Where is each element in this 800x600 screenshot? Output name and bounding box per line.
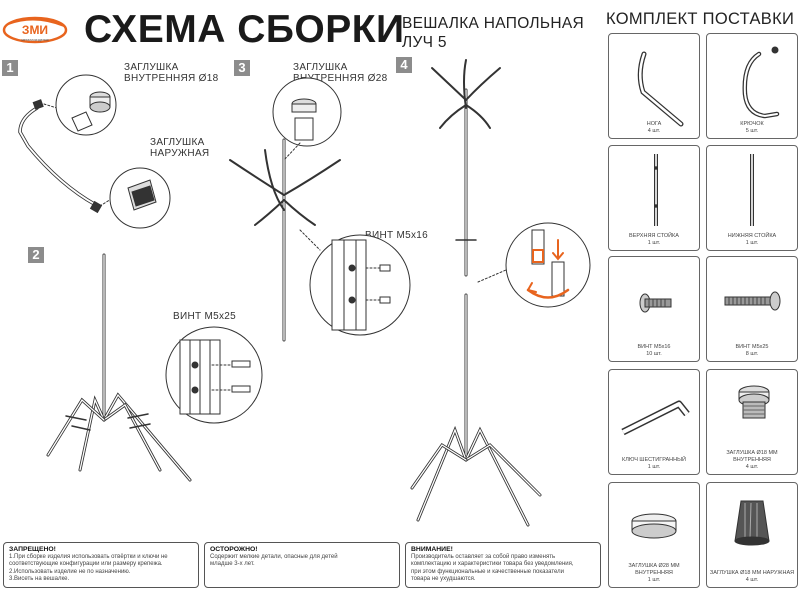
logo-text: ЗМИ bbox=[22, 23, 48, 37]
label-line: ЗАГЛУШКА bbox=[293, 62, 348, 73]
kit-title: КОМПЛЕКТ ПОСТАВКИ bbox=[606, 10, 795, 28]
product-name-line2: ЛУЧ 5 bbox=[402, 34, 447, 51]
long-screw-icon bbox=[724, 291, 781, 311]
kit-item-name: КРЮЧОК bbox=[740, 121, 764, 127]
lower-rod-icon bbox=[750, 154, 754, 226]
label-line: ЗАГЛУШКА bbox=[150, 137, 205, 148]
short-screw-icon bbox=[639, 293, 672, 313]
label-inner-cap-28: ЗАГЛУШКА ВНУТРЕННЯЯ Ø28 bbox=[293, 62, 387, 84]
product-name-line1: ВЕШАЛКА НАПОЛЬНАЯ bbox=[402, 15, 584, 32]
step-1-leg-drawing bbox=[18, 74, 171, 229]
kit-item-qty: 10 шт. bbox=[646, 351, 662, 357]
kit-item-qty: 4 шт. bbox=[745, 577, 759, 583]
step-2-base-drawing bbox=[46, 253, 263, 482]
step-4-assembled-drawing bbox=[410, 59, 591, 527]
kit-item-name: ЗАГЛУШКА Ø28 ММ ВНУТРЕННЯЯ bbox=[628, 563, 680, 576]
leg-icon bbox=[637, 51, 684, 127]
notice-line: комплектацию и характеристики товара без… bbox=[411, 561, 574, 568]
label-screw-m5x16: ВИНТ М5х16 bbox=[365, 230, 428, 241]
kit-item-qty: 1 шт. bbox=[745, 240, 759, 246]
label-line: ВНУТРЕННЯЯ Ø28 bbox=[293, 73, 388, 84]
step-4-badge: 4 bbox=[396, 57, 412, 73]
kit-item-name: НИЖНЯЯ СТОЙКА bbox=[727, 233, 777, 239]
label-line: ЗАГЛУШКА bbox=[124, 62, 179, 73]
kit-item-qty: 1 шт. bbox=[647, 464, 661, 470]
page-title: СХЕМА СБОРКИ bbox=[84, 8, 405, 51]
label-inner-cap-18: ЗАГЛУШКА ВНУТРЕННЯЯ Ø18 bbox=[124, 62, 218, 84]
brand-logo: ЗМИ металлоизделия bbox=[2, 16, 68, 44]
notice-attention: ВНИМАНИЕ! Производитель оставляет за соб… bbox=[405, 542, 601, 588]
kit-item-qty: 8 шт. bbox=[745, 351, 759, 357]
notice-attention-title: ВНИМАНИЕ! bbox=[411, 546, 453, 553]
kit-item-name: НОГА bbox=[646, 121, 662, 127]
inner-cap-18-icon bbox=[738, 385, 770, 419]
notice-line: 3.Висеть на вешалке. bbox=[9, 575, 70, 582]
kit-item-name: ЗАГЛУШКА Ø18 ММ НАРУЖНАЯ bbox=[709, 570, 795, 576]
kit-item-name: ВИНТ М5х16 bbox=[637, 344, 671, 350]
step-1-badge: 1 bbox=[2, 60, 18, 76]
kit-item-name: ВЕРХНЯЯ СТОЙКА bbox=[629, 233, 679, 239]
inner-cap-28-icon bbox=[631, 513, 677, 539]
kit-item-name: ВИНТ М5х25 bbox=[735, 344, 769, 350]
logo-tagline: металлоизделия bbox=[21, 38, 48, 42]
notice-line: 1.При сборке изделия использовать отвёрт… bbox=[9, 554, 168, 561]
step-3-badge: 3 bbox=[234, 60, 250, 76]
product-name: ВЕШАЛКА НАПОЛЬНАЯ ЛУЧ 5 bbox=[402, 14, 584, 52]
notice-line: 2.Использовать изделие не по назначению. bbox=[9, 568, 131, 575]
notice-line: Производитель оставляет за собой право и… bbox=[411, 554, 556, 561]
hex-key-icon bbox=[621, 400, 690, 436]
kit-item-qty: 5 шт. bbox=[745, 128, 759, 134]
step-3-upper-drawing bbox=[229, 77, 411, 342]
label-outer-cap: ЗАГЛУШКА НАРУЖНАЯ bbox=[150, 137, 209, 159]
notice-caution: ОСТОРОЖНО! Содержит мелкие детали, опасн… bbox=[204, 542, 400, 588]
outer-cap-18-icon bbox=[734, 500, 770, 546]
label-screw-m5x25: ВИНТ М5х25 bbox=[173, 311, 236, 322]
notice-line: товара не ухудшаются. bbox=[411, 575, 476, 582]
kit-item-qty: 1 шт. bbox=[647, 240, 661, 246]
notice-line: Содержит мелкие детали, опасные для дете… bbox=[210, 554, 338, 561]
notice-forbidden-title: ЗАПРЕЩЕНО! bbox=[9, 546, 56, 553]
upper-rod-icon bbox=[654, 154, 658, 226]
notice-caution-title: ОСТОРОЖНО! bbox=[210, 546, 258, 553]
notice-line: соответствующие конфигурации или размеру… bbox=[9, 561, 163, 568]
kit-item-name: КЛЮЧ ШЕСТИГРАННЫЙ bbox=[622, 457, 686, 463]
label-line: НАРУЖНАЯ bbox=[150, 148, 210, 159]
step-2-badge: 2 bbox=[28, 247, 44, 263]
kit-item-qty: 4 шт. bbox=[647, 128, 661, 134]
kit-item-name: ЗАГЛУШКА Ø18 ММ ВНУТРЕННЯЯ bbox=[726, 450, 778, 463]
notice-forbidden: ЗАПРЕЩЕНО! 1.При сборке изделия использо… bbox=[3, 542, 199, 588]
kit-item-qty: 4 шт. bbox=[745, 464, 759, 470]
assembly-drawings bbox=[18, 59, 591, 527]
notice-line: при этом функциональные и качественные п… bbox=[411, 568, 565, 575]
kit-item-qty: 1 шт. bbox=[647, 577, 661, 583]
label-line: ВНУТРЕННЯЯ Ø18 bbox=[124, 73, 219, 84]
hook-icon bbox=[742, 46, 780, 119]
notice-line: младше 3-х лет. bbox=[210, 561, 255, 568]
